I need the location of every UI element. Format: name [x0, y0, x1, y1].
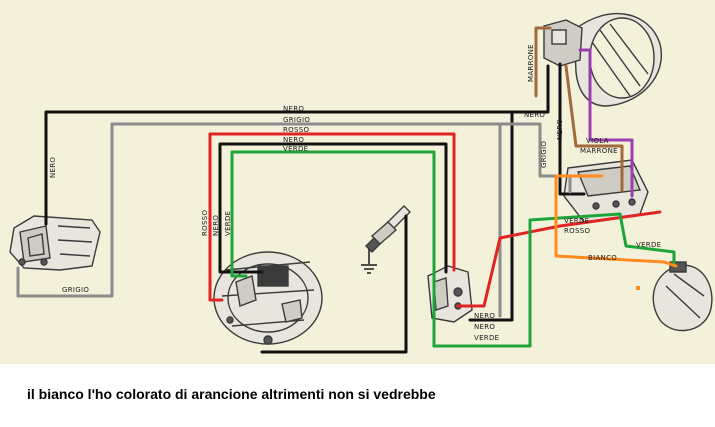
label-grigio-top: GRIGIO: [283, 116, 310, 124]
wire-red: [208, 132, 662, 308]
magneto-stator: [213, 251, 323, 345]
label-rosso: ROSSO: [283, 126, 309, 134]
label-nero-vertical: NERO: [49, 157, 57, 178]
switch-box: [563, 159, 649, 223]
terminal-mark: [636, 286, 640, 290]
ignition-coil: [9, 215, 101, 271]
wire-grey-headlight: [498, 122, 572, 194]
wiring-diagram: NERO GRIGIO ROSSO NERO VERDE NERO GRIGIO…: [9, 13, 713, 354]
label-nero-right: NERO: [524, 111, 545, 119]
headlight: [543, 13, 663, 107]
caption-text: il bianco l'ho colorato di arancione alt…: [27, 386, 436, 402]
wire-brown: [534, 26, 624, 192]
label-grigio-vertical: GRIGIO: [540, 141, 548, 168]
junction-block: [427, 265, 473, 323]
wire-black-second: [218, 142, 448, 274]
wire-black-bottom: [260, 214, 408, 354]
label-viola: VIOLA: [586, 137, 609, 145]
label-nero-second: NERO: [283, 136, 304, 144]
label-marrone-vertical: MARRONE: [527, 44, 535, 82]
label-rosso-vertical: ROSSO: [201, 210, 209, 236]
label-verde-right: VERDE: [564, 217, 589, 225]
wire-green: [230, 150, 676, 348]
wire-black-headlight: [510, 62, 586, 196]
wire-violet: [578, 48, 634, 198]
label-grigio-bottom: GRIGIO: [62, 286, 89, 294]
label-nero-vertical-3: NERO: [556, 119, 564, 140]
label-verde-block: VERDE: [474, 334, 499, 342]
tail-lamp: [652, 261, 713, 332]
label-verde-top: VERDE: [283, 145, 308, 153]
label-bianco: BIANCO: [588, 254, 617, 262]
spark-plug: [361, 205, 411, 274]
label-nero-vertical-2: NERO: [212, 215, 220, 236]
label-verde-vertical: VERDE: [224, 211, 232, 236]
label-rosso-right: ROSSO: [564, 227, 590, 235]
label-nero-top: NERO: [283, 105, 304, 113]
label-verde-lamp: VERDE: [636, 241, 661, 249]
wire-white-orange: [554, 174, 678, 268]
label-nero-block-1: NERO: [474, 312, 495, 320]
label-nero-block-2: NERO: [474, 323, 495, 331]
wire-grey: [16, 122, 502, 318]
label-marrone: MARRONE: [580, 147, 618, 155]
